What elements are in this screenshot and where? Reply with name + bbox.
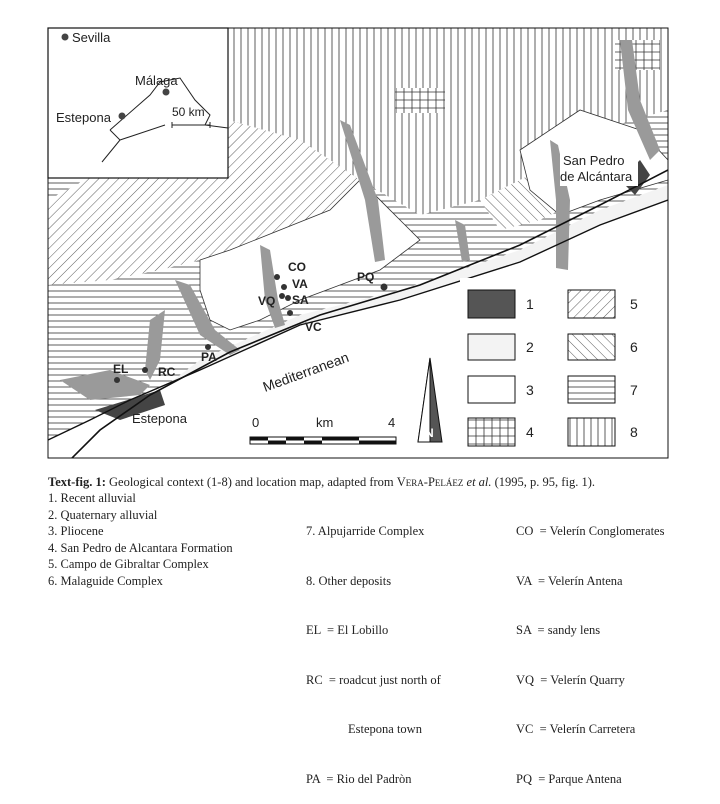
caption-item: RC = roadcut just north of xyxy=(306,672,441,687)
caption-item: EL = El Lobillo xyxy=(306,623,389,637)
caption-item: 6. Malaguide Complex xyxy=(48,573,163,588)
caption-etal: et al. xyxy=(466,475,492,489)
figure-caption-title: Text-fig. 1: Geological context (1-8) an… xyxy=(48,474,595,491)
caption-column-sites: 7. Alpujarride Complex 8. Other deposits… xyxy=(306,490,441,804)
legend: 1 2 3 4 5 6 7 8 xyxy=(460,278,660,453)
caption-author: Vera-Peláez xyxy=(396,475,464,489)
north-label: N xyxy=(425,426,434,440)
label-san-pedro: San Pedro xyxy=(563,153,624,168)
caption-item: SA = sandy lens xyxy=(516,623,601,637)
caption-item: CO = Velerín Conglomerates xyxy=(516,524,665,538)
scale-end: 4 xyxy=(388,415,395,430)
north-arrow: N xyxy=(417,357,443,443)
caption-item: 5. Campo de Gibraltar Complex xyxy=(48,557,209,571)
sites: CO VA VQ SA VC PQ PA RC EL xyxy=(113,260,388,383)
site-vq: VQ xyxy=(258,294,275,308)
site-rc: RC xyxy=(158,365,176,379)
caption-item: 3. Pliocene xyxy=(48,524,104,538)
caption-item: 1. Recent alluvial xyxy=(48,491,136,505)
label-de-alcantara: de Alcántara xyxy=(560,169,633,184)
caption-item: Estepona town xyxy=(348,722,422,736)
caption-item: PQ = Parque Antena xyxy=(516,771,622,786)
unit-3-area xyxy=(199,179,421,331)
scale-unit: km xyxy=(316,415,333,430)
scale-bar: 0 km 4 xyxy=(245,410,420,455)
caption-item: VA = Velerín Antena xyxy=(516,573,623,588)
site-co: CO xyxy=(288,260,306,274)
unit-8-area xyxy=(228,28,668,215)
caption-column-localities: CO = Velerín Conglomerates VA = Velerín … xyxy=(516,490,664,804)
road xyxy=(70,169,668,458)
legend-3: 3 xyxy=(526,382,534,398)
coastline xyxy=(48,199,668,441)
caption-item: 2. Quaternary alluvial xyxy=(48,507,158,522)
caption-item: PA = Rio del Padròn xyxy=(306,771,412,786)
legend-4: 4 xyxy=(526,424,534,440)
inset-map: Sevilla Málaga Estepona 50 km xyxy=(47,27,229,179)
caption-item: 4. San Pedro de Alcantara Formation xyxy=(48,540,233,555)
inset-label-malaga: Málaga xyxy=(135,73,178,88)
site-vc: VC xyxy=(305,320,322,334)
geological-map: Sevilla Málaga Estepona 50 km San Pedro … xyxy=(47,27,669,459)
site-el: EL xyxy=(113,362,128,376)
legend-2: 2 xyxy=(526,339,534,355)
caption-text: Geological context (1-8) and location ma… xyxy=(109,475,394,489)
caption-label: Text-fig. 1: xyxy=(48,475,106,489)
inset-scale-label: 50 km xyxy=(172,105,205,119)
inset-label-estepona: Estepona xyxy=(56,110,112,125)
scale-start: 0 xyxy=(252,415,259,430)
label-estepona: Estepona xyxy=(132,411,188,426)
inset-label-sevilla: Sevilla xyxy=(72,30,111,45)
legend-1: 1 xyxy=(526,296,534,312)
site-pa: PA xyxy=(201,350,217,364)
legend-6: 6 xyxy=(630,339,638,355)
caption-column-units: 1. Recent alluvial 2. Quaternary alluvia… xyxy=(48,490,233,589)
legend-8: 8 xyxy=(630,424,638,440)
caption-reference: (1995, p. 95, fig. 1). xyxy=(494,475,595,489)
unit-4-area xyxy=(395,88,445,113)
caption-item: 7. Alpujarride Complex xyxy=(306,524,425,538)
site-pq: PQ xyxy=(357,270,374,284)
legend-7: 7 xyxy=(630,382,638,398)
caption-item: 8. Other deposits xyxy=(306,573,392,588)
caption-item: VQ = Velerín Quarry xyxy=(516,672,625,687)
site-va: VA xyxy=(292,277,308,291)
river-valleys xyxy=(60,40,660,400)
caption-item: VC = Velerín Carretera xyxy=(516,722,636,736)
site-sa: SA xyxy=(292,293,309,307)
legend-5: 5 xyxy=(630,296,638,312)
